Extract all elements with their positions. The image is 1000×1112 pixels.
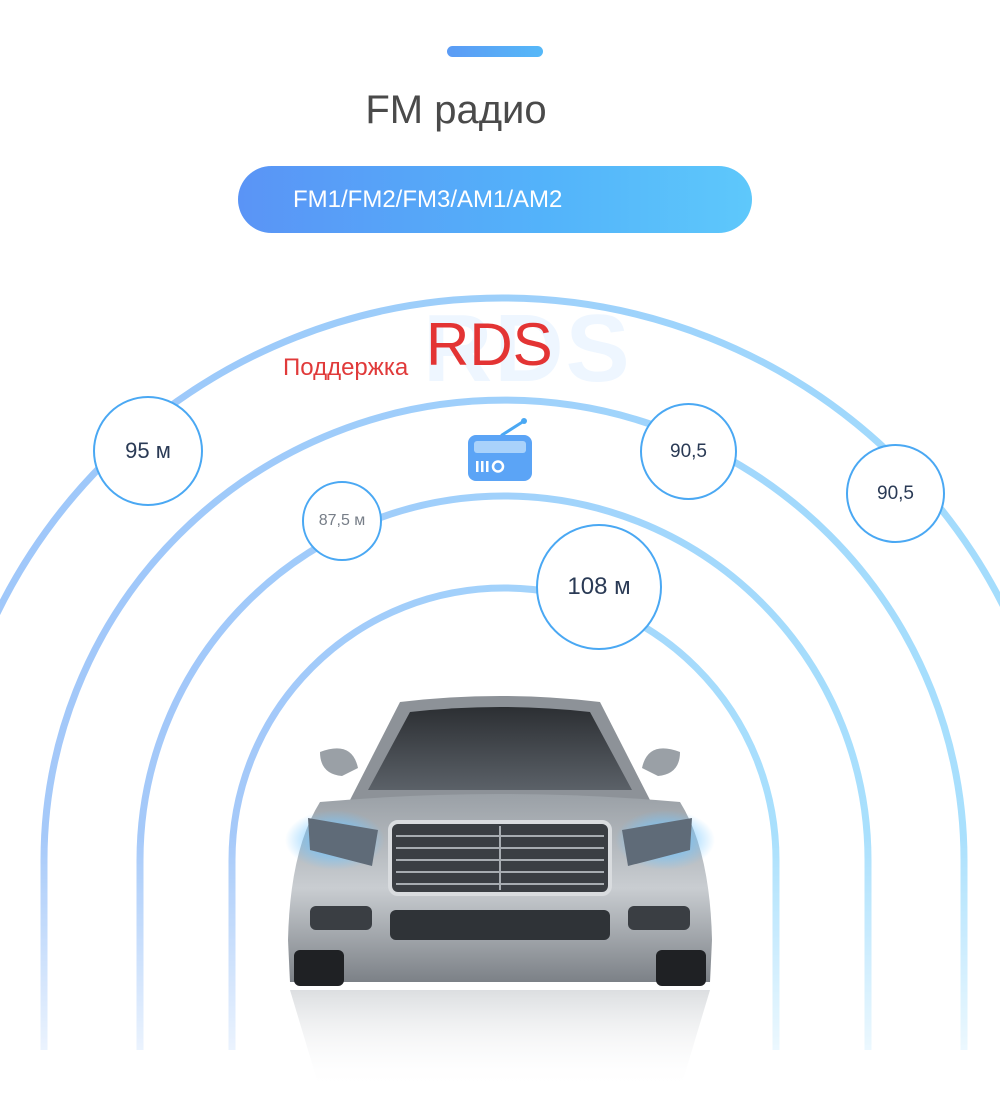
wave-ring-2	[136, 492, 872, 1050]
frequency-bubble: 108 м	[536, 524, 662, 650]
frequency-bubble: 90,5	[846, 444, 945, 543]
rds-badge: RDS Поддержка RDS	[283, 295, 663, 402]
rds-ghost-text: RDS	[423, 295, 632, 402]
rds-support-label: Поддержка	[283, 354, 409, 381]
wave-ring-4	[0, 294, 1000, 616]
frequency-bubble: 90,5	[640, 403, 737, 500]
wave-ring-1	[228, 584, 780, 1050]
page-title: FM радио	[365, 88, 547, 132]
band-list-label: FM1/FM2/FM3/AM1/AM2	[293, 186, 563, 213]
band-list-pill: FM1/FM2/FM3/AM1/AM2	[238, 166, 752, 233]
car-image	[285, 696, 715, 1090]
radio-icon	[468, 418, 532, 481]
rds-label: RDS	[426, 311, 553, 378]
frequency-bubble: 87,5 м	[302, 481, 382, 561]
top-accent-bar	[447, 46, 543, 57]
frequency-bubble: 95 м	[93, 396, 203, 506]
wave-ring-3	[40, 396, 968, 1050]
